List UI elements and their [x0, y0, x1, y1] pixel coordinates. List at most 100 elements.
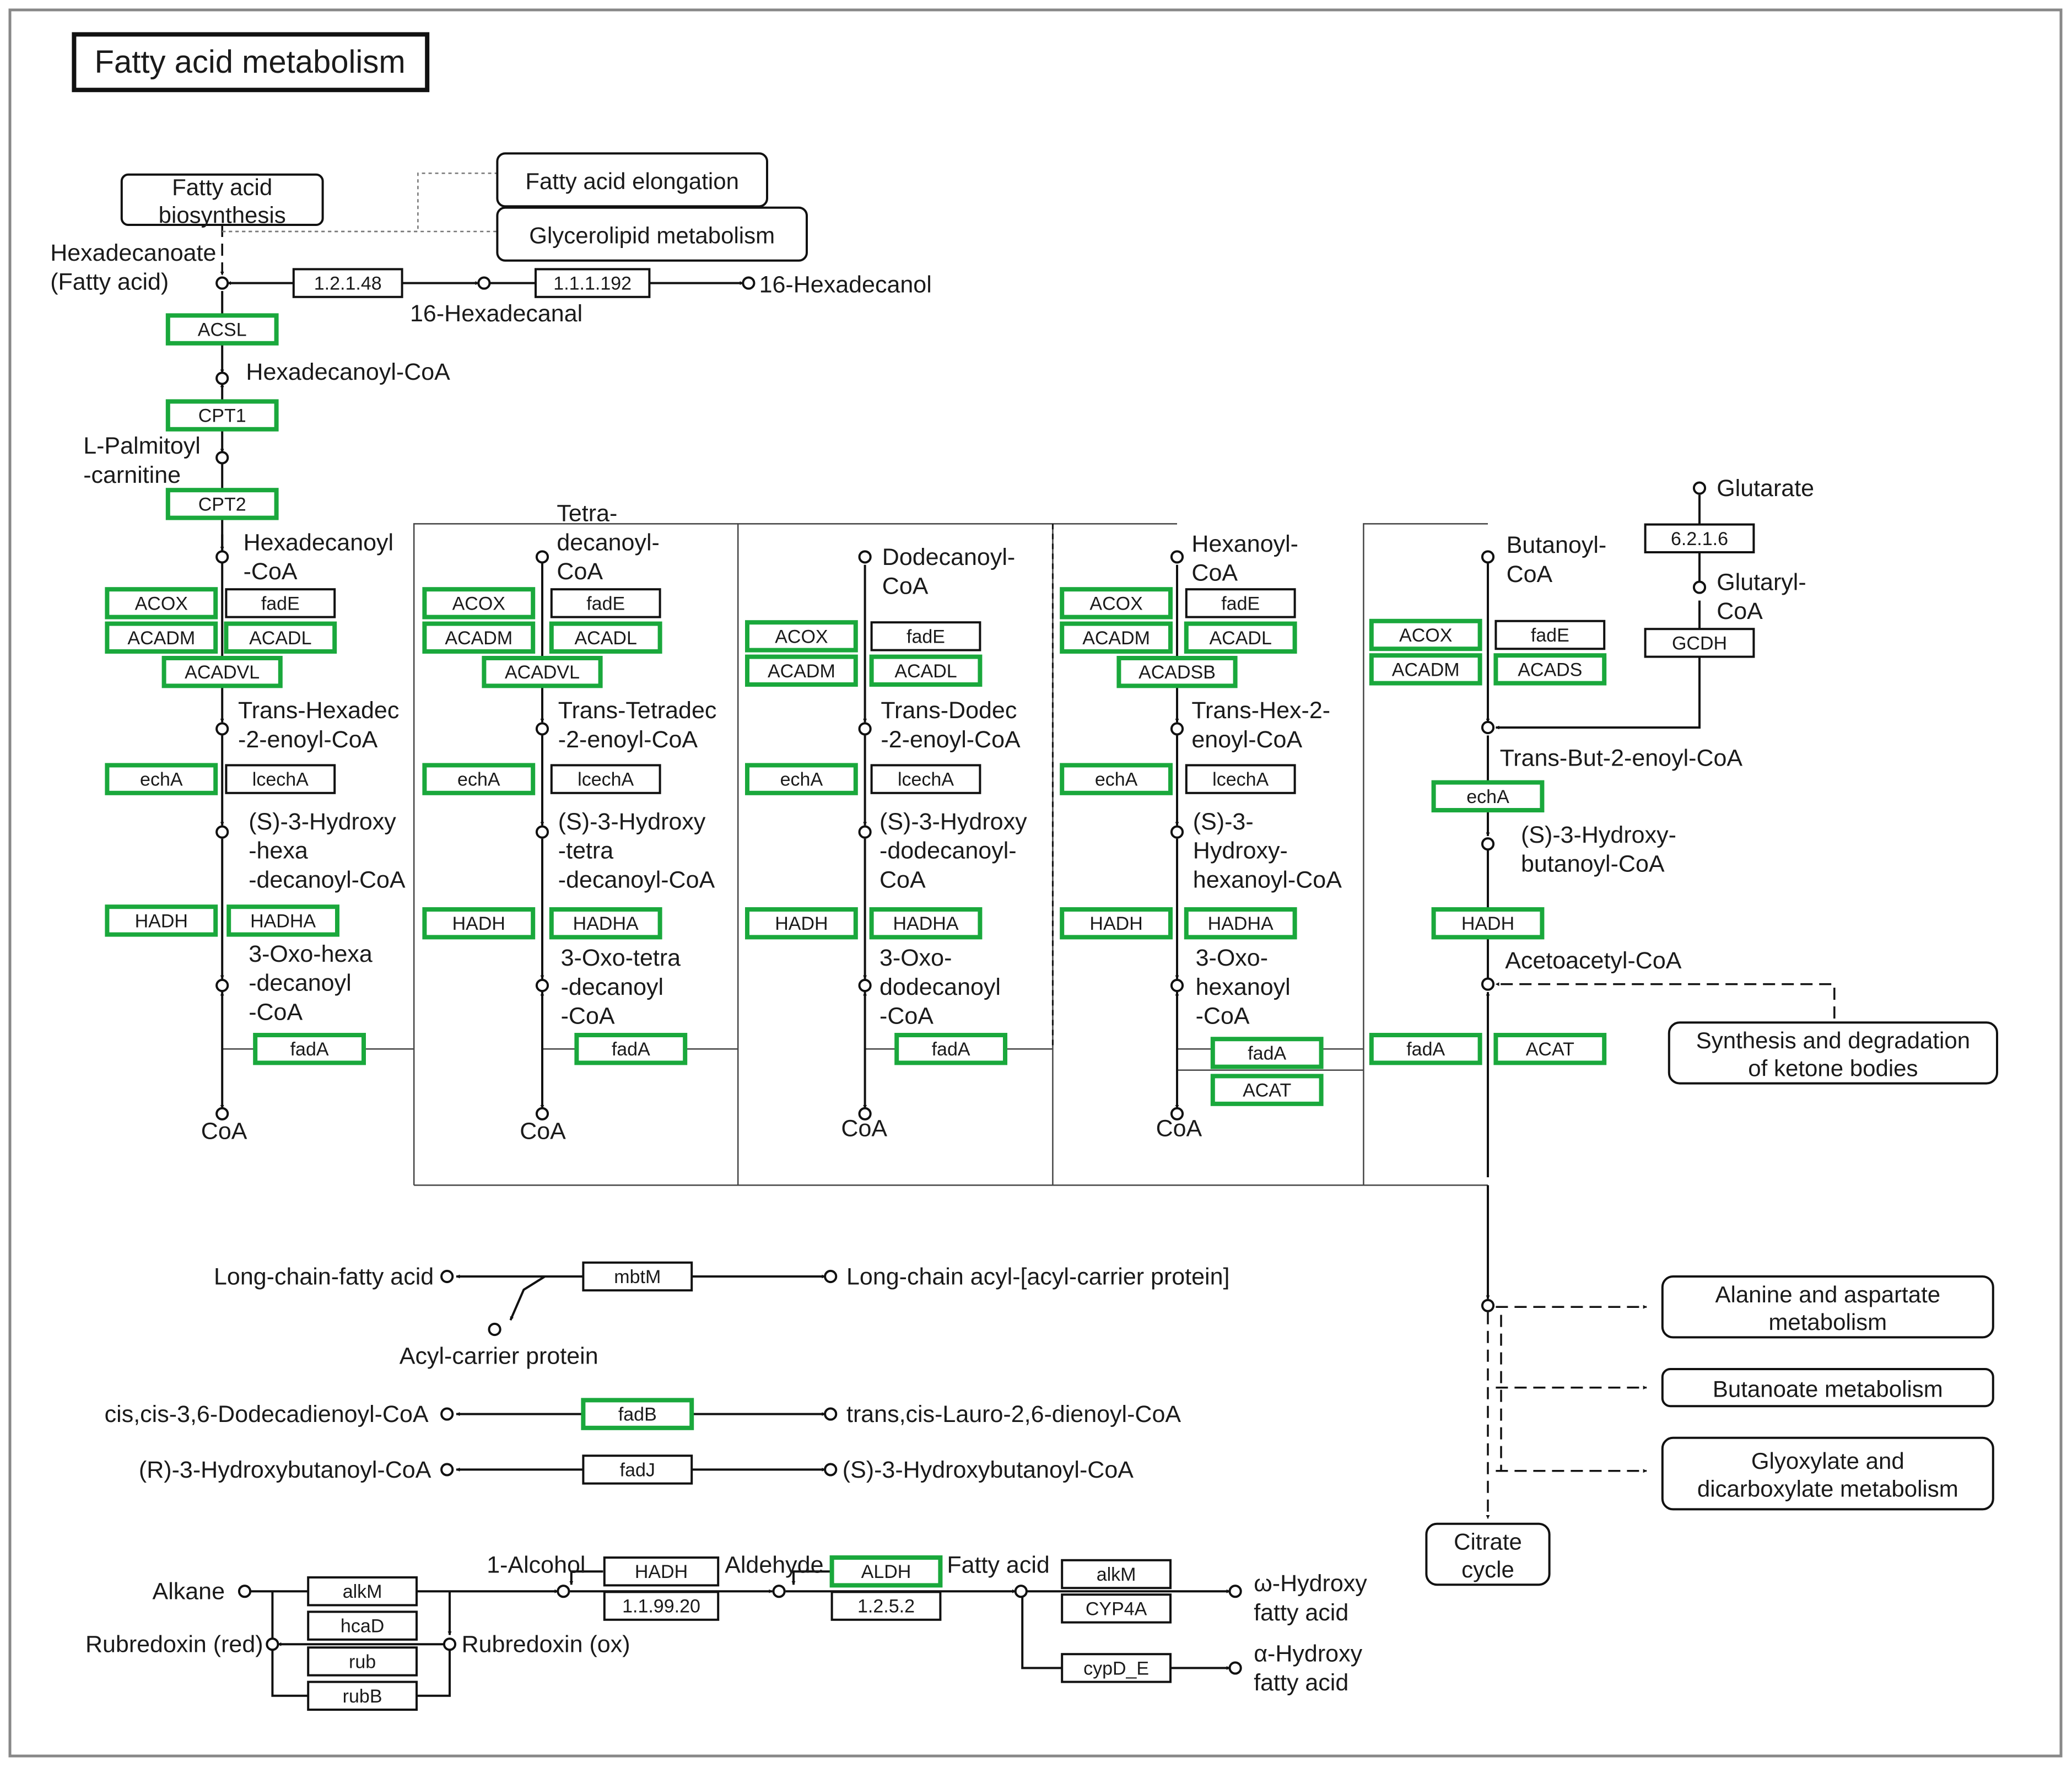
enzyme-c2-hadha[interactable]: HADHA — [549, 907, 662, 940]
enzyme-c3-lecha[interactable]: lcechA — [870, 764, 981, 794]
enzyme-c5-acat[interactable]: ACAT — [1493, 1033, 1607, 1065]
enzyme-c4-hadh[interactable]: HADH — [1060, 907, 1173, 940]
enzyme-c2-echa[interactable]: echA — [422, 763, 536, 795]
enzyme-c1-lecha[interactable]: lcechA — [225, 764, 336, 794]
enzyme-c5-acadm[interactable]: ACADM — [1369, 653, 1482, 686]
enzyme-c2-fada[interactable]: fadA — [574, 1033, 688, 1065]
enzyme-c2-acox[interactable]: ACOX — [422, 587, 536, 619]
enzyme-c1-echa[interactable]: echA — [105, 763, 218, 795]
butanoyl-node[interactable] — [1481, 550, 1495, 564]
acetyl-coa-node[interactable] — [1481, 1299, 1495, 1312]
lauro-dienoyl-node[interactable] — [824, 1407, 838, 1421]
enzyme-alkm-1[interactable]: alkM — [307, 1576, 418, 1607]
enzyme-cpt2[interactable]: CPT2 — [165, 488, 279, 520]
enzyme-c4-hadha[interactable]: HADHA — [1184, 907, 1297, 940]
pathway-butanoate[interactable]: Butanoate metabolism — [1661, 1368, 1994, 1408]
enzyme-c3-acox[interactable]: ACOX — [745, 620, 858, 653]
enzyme-c2-acadm[interactable]: ACADM — [422, 621, 536, 654]
enzyme-c5-acads[interactable]: ACADS — [1493, 653, 1607, 686]
oxoacyl-node-3[interactable] — [858, 978, 872, 993]
enzyme-cyp4a[interactable]: CYP4A — [1061, 1593, 1172, 1624]
enzyme-aldh[interactable]: ALDH — [829, 1555, 943, 1588]
enzyme-c1-acadl[interactable]: ACADL — [224, 621, 337, 654]
enzyme-c3-fada[interactable]: fadA — [894, 1033, 1007, 1065]
hexadecanoate-node[interactable] — [215, 276, 229, 290]
hydroxyacyl-node-3[interactable] — [858, 825, 872, 839]
enzyme-e-1-1-1-192[interactable]: 1.1.1.192 — [535, 268, 651, 298]
alpha-hydroxy-node[interactable] — [1228, 1661, 1242, 1675]
coa-node-2[interactable] — [535, 1107, 549, 1120]
tetradecanoyl-node[interactable] — [535, 550, 549, 564]
dodecanoyl-node[interactable] — [858, 550, 872, 564]
hydroxyacyl-node-1[interactable] — [215, 825, 229, 839]
enzyme-rub[interactable]: rub — [307, 1646, 418, 1677]
enzyme-fadb[interactable]: fadB — [581, 1398, 694, 1430]
enzyme-e-1-1-99-20[interactable]: 1.1.99.20 — [603, 1591, 720, 1621]
enzyme-c2-fade[interactable]: fadE — [550, 588, 661, 618]
enzyme-c4-acadm[interactable]: ACADM — [1060, 621, 1173, 654]
enzyme-c4-acat[interactable]: ACAT — [1210, 1074, 1324, 1106]
enzyme-cpt1[interactable]: CPT1 — [165, 399, 279, 432]
rubredoxin-ox-node[interactable] — [443, 1637, 457, 1651]
enzyme-cypd-e[interactable]: cypD_E — [1061, 1653, 1172, 1683]
coa-node-1[interactable] — [215, 1107, 229, 1120]
enzyme-c5-acox[interactable]: ACOX — [1369, 618, 1482, 651]
trans-enoyl-node-2[interactable] — [535, 722, 549, 736]
enzyme-c1-acadm[interactable]: ACADM — [105, 621, 218, 654]
enzyme-c5-fade[interactable]: fadE — [1494, 619, 1606, 650]
trans-enoyl-node-1[interactable] — [215, 722, 229, 736]
oxoacyl-node-1[interactable] — [215, 978, 229, 993]
enzyme-c1-acadvl[interactable]: ACADVL — [161, 656, 283, 688]
enzyme-hcad[interactable]: hcaD — [307, 1610, 418, 1641]
enzyme-c2-hadh[interactable]: HADH — [422, 907, 536, 940]
enzyme-c2-lecha[interactable]: lcechA — [550, 764, 661, 794]
alkane-node[interactable] — [238, 1585, 252, 1598]
enzyme-c4-acadl[interactable]: ACADL — [1184, 621, 1297, 654]
oxoacyl-node-2[interactable] — [535, 978, 549, 993]
enzyme-c3-echa[interactable]: echA — [745, 763, 858, 795]
aldehyde-node[interactable] — [772, 1585, 786, 1598]
trans-but-node[interactable] — [1481, 720, 1495, 735]
enzyme-c3-fade[interactable]: fadE — [870, 621, 981, 651]
enzyme-c2-acadl[interactable]: ACADL — [549, 621, 662, 654]
enzyme-c4-acadsb[interactable]: ACADSB — [1116, 656, 1238, 688]
trans-enoyl-node-3[interactable] — [858, 722, 872, 736]
enzyme-c3-hadh[interactable]: HADH — [745, 907, 858, 940]
enzyme-rubb[interactable]: rubB — [307, 1680, 418, 1711]
pathway-fa-elongation[interactable]: Fatty acid elongation — [496, 152, 769, 208]
coa-node-4[interactable] — [1170, 1107, 1184, 1120]
hydroxyacyl-node-4[interactable] — [1170, 825, 1184, 839]
pathway-glycerolipid[interactable]: Glycerolipid metabolism — [496, 206, 808, 262]
enzyme-gcdh[interactable]: GCDH — [1644, 628, 1755, 658]
palmitoyl-carnitine-node[interactable] — [215, 451, 229, 465]
enzyme-hadh-b[interactable]: HADH — [603, 1556, 720, 1587]
enzyme-c3-acadm[interactable]: ACADM — [745, 654, 858, 687]
enzyme-acsl[interactable]: ACSL — [165, 313, 279, 346]
enzyme-c3-acadl[interactable]: ACADL — [869, 654, 983, 687]
acp-node[interactable] — [488, 1322, 501, 1337]
hexadecanoyl-coa-1-node[interactable] — [215, 371, 229, 385]
enzyme-c5-fada[interactable]: fadA — [1369, 1033, 1482, 1065]
enzyme-c4-acox[interactable]: ACOX — [1060, 587, 1173, 619]
enzyme-c5-hadh[interactable]: HADH — [1431, 907, 1545, 940]
trans-enoyl-node-4[interactable] — [1170, 722, 1184, 736]
oxoacyl-node-4[interactable] — [1170, 978, 1184, 993]
hexadecanal-node[interactable] — [477, 276, 491, 290]
enzyme-c1-fade[interactable]: fadE — [225, 588, 336, 618]
hexanoyl-node[interactable] — [1170, 550, 1184, 564]
s3-hydroxybutanoyl-node[interactable] — [824, 1463, 838, 1477]
coa-node-3[interactable] — [858, 1107, 872, 1120]
enzyme-c4-fada[interactable]: fadA — [1210, 1037, 1324, 1069]
long-chain-acyl-node[interactable] — [824, 1269, 838, 1284]
s3-hydroxy-but-node[interactable] — [1481, 837, 1495, 851]
r3-hydroxybutanoyl-node[interactable] — [440, 1463, 454, 1477]
enzyme-e-6-2-1-6[interactable]: 6.2.1.6 — [1644, 523, 1755, 553]
hexadecanol-node[interactable] — [742, 276, 756, 290]
enzyme-c3-hadha[interactable]: HADHA — [869, 907, 983, 940]
long-chain-fa-node[interactable] — [440, 1269, 454, 1284]
